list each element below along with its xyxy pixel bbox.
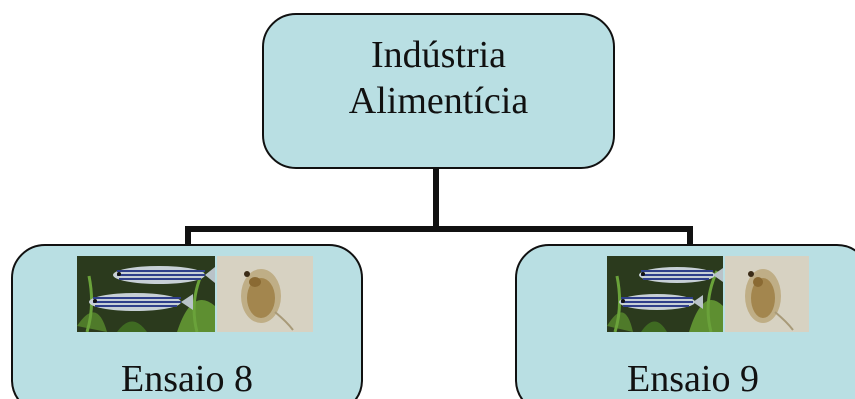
- right-drop-line: [687, 226, 693, 246]
- child-node-label: Ensaio 8: [13, 356, 361, 399]
- horizontal-bar-line: [185, 226, 693, 232]
- root-node-label: Indústria Alimentícia: [264, 32, 613, 124]
- daphnia-photo: [217, 256, 313, 332]
- root-stem-line: [433, 169, 439, 230]
- child-node-box-ensaio-8: Ensaio 8: [11, 244, 363, 399]
- left-drop-line: [185, 226, 191, 246]
- child-node-label: Ensaio 9: [517, 356, 855, 399]
- root-node-label-line1: Indústria: [264, 32, 613, 78]
- zebrafish-photo: [77, 256, 215, 332]
- child-node-box-ensaio-9: Ensaio 9: [515, 244, 855, 399]
- zebrafish-photo: [607, 256, 723, 332]
- daphnia-photo: [725, 256, 809, 332]
- root-node-label-line2: Alimentícia: [264, 78, 613, 124]
- root-node-box: Indústria Alimentícia: [262, 13, 615, 169]
